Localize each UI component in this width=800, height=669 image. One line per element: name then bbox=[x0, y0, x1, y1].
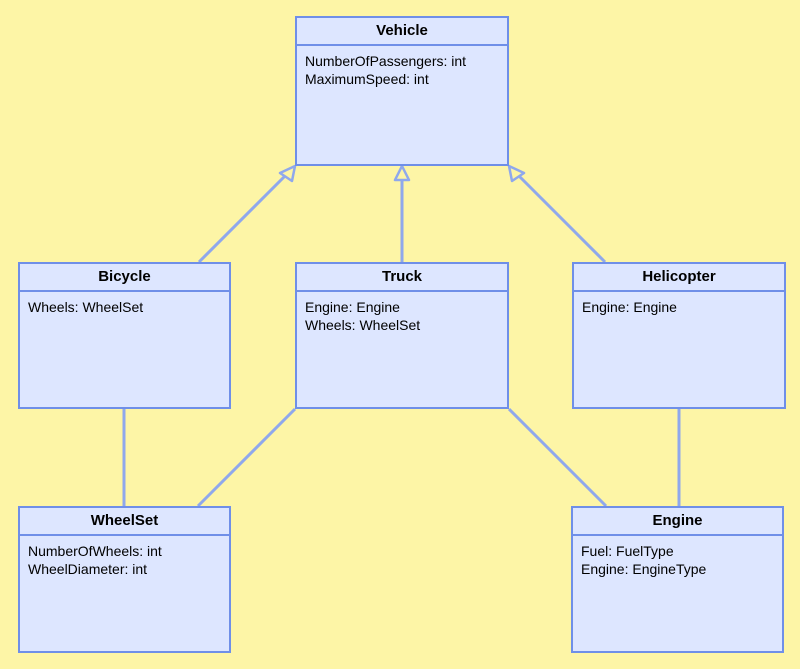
attribute: Engine: Engine bbox=[305, 299, 400, 315]
class-engine[interactable]: Engine Fuel: FuelType Engine: EngineType bbox=[571, 506, 784, 653]
inheritance-arrowhead-center bbox=[393, 164, 411, 182]
class-name: Truck bbox=[297, 264, 507, 292]
class-helicopter[interactable]: Helicopter Engine: Engine bbox=[572, 262, 786, 409]
class-wheelset[interactable]: WheelSet NumberOfWheels: int WheelDiamet… bbox=[18, 506, 231, 653]
attribute: Wheels: WheelSet bbox=[305, 317, 421, 333]
class-vehicle[interactable]: Vehicle NumberOfPassengers: int MaximumS… bbox=[295, 16, 509, 166]
association-truck-wheelset bbox=[196, 407, 297, 508]
attribute: Engine: Engine bbox=[582, 299, 677, 315]
attribute: MaximumSpeed: int bbox=[305, 71, 429, 87]
inheritance-arrowhead-right bbox=[507, 164, 526, 183]
inheritance-helicopter-vehicle bbox=[512, 169, 607, 264]
attribute: Engine: EngineType bbox=[581, 561, 707, 577]
attribute: Fuel: FuelType bbox=[581, 543, 674, 559]
attribute-list: Engine: Engine bbox=[574, 292, 784, 322]
attribute: WheelDiameter: int bbox=[28, 561, 148, 577]
attribute-list: NumberOfPassengers: int MaximumSpeed: in… bbox=[297, 46, 507, 94]
attribute-list: Engine: Engine Wheels: WheelSet bbox=[297, 292, 507, 340]
class-bicycle[interactable]: Bicycle Wheels: WheelSet bbox=[18, 262, 231, 409]
class-name: Vehicle bbox=[297, 18, 507, 46]
inheritance-arrowhead-left bbox=[278, 164, 297, 183]
attribute-list: NumberOfWheels: int WheelDiameter: int bbox=[20, 536, 229, 584]
attribute: NumberOfPassengers: int bbox=[305, 53, 467, 69]
class-truck[interactable]: Truck Engine: Engine Wheels: WheelSet bbox=[295, 262, 509, 409]
association-truck-engine bbox=[507, 407, 608, 508]
class-name: Bicycle bbox=[20, 264, 229, 292]
attribute: Wheels: WheelSet bbox=[28, 299, 144, 315]
attribute-list: Wheels: WheelSet bbox=[20, 292, 229, 322]
class-name: WheelSet bbox=[20, 508, 229, 536]
attribute: NumberOfWheels: int bbox=[28, 543, 162, 559]
class-name: Engine bbox=[573, 508, 782, 536]
attribute-list: Fuel: FuelType Engine: EngineType bbox=[573, 536, 782, 584]
inheritance-bicycle-vehicle bbox=[197, 169, 292, 264]
class-name: Helicopter bbox=[574, 264, 784, 292]
